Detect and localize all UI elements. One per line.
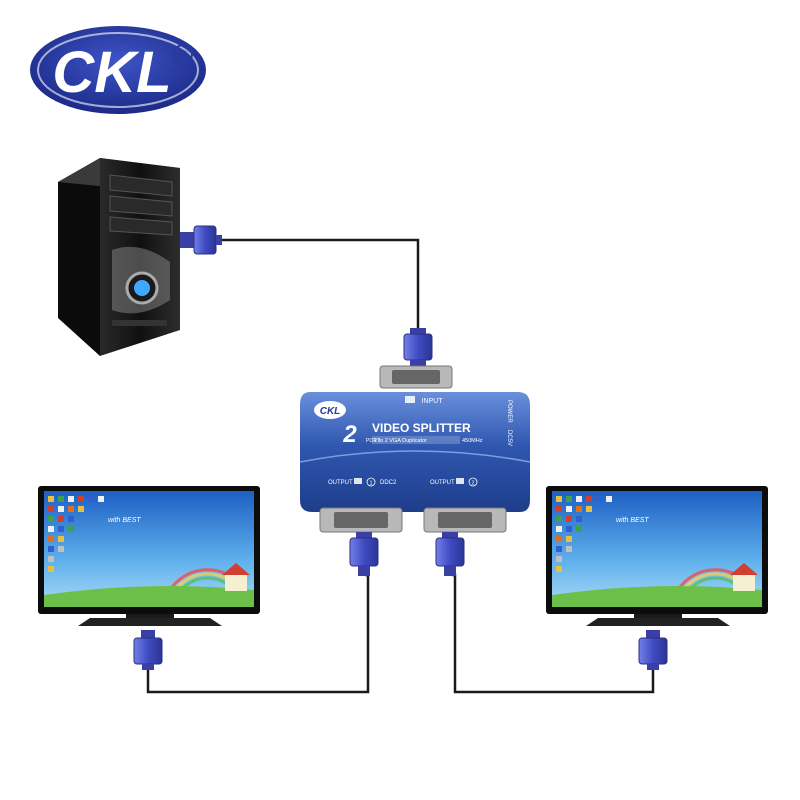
brand-logo: CKL R <box>30 26 206 114</box>
splitter-title: VIDEO SPLITTER <box>372 421 471 435</box>
splitter-output-connector-2 <box>435 532 465 576</box>
right-monitor-connector <box>638 630 668 670</box>
input-label: INPUT <box>422 398 444 405</box>
video-splitter: CKL INPUT 2 PORT VIDEO SPLITTER 1 to 2 V… <box>299 365 531 533</box>
drive-bay <box>109 195 173 217</box>
left-monitor: with BEST <box>38 486 260 626</box>
desktop-icons <box>48 496 104 572</box>
splitter-output-connector-1 <box>349 532 379 576</box>
output-2-label: OUTPUT <box>430 480 455 486</box>
pc-tower <box>58 158 180 356</box>
output-1-number: 1 <box>369 481 372 487</box>
monitor-stand <box>78 618 222 626</box>
pc-vga-connector <box>180 225 222 255</box>
input-port-icon <box>405 396 415 403</box>
output-1-port-icon <box>354 478 362 484</box>
port-count: 2 <box>342 421 357 448</box>
registered-mark-icon <box>173 44 193 64</box>
left-monitor-connector <box>133 630 163 670</box>
logo-oval <box>30 26 206 114</box>
registered-mark: R <box>179 48 188 62</box>
dc-label: DC5V <box>506 430 512 446</box>
port-label: PORT <box>366 438 380 444</box>
input-cable <box>218 238 420 330</box>
output-1-label: OUTPUT <box>328 480 353 486</box>
ddc-label: DDC2 <box>380 480 397 486</box>
right-monitor: with BEST <box>546 486 768 626</box>
output-2-number: 2 <box>471 481 474 487</box>
splitter-brand: CKL <box>320 406 341 417</box>
splitter-bandwidth: 450MHz <box>462 438 483 444</box>
power-label: POWER <box>506 400 512 423</box>
screen-watermark: with BEST <box>108 517 141 524</box>
drive-bay <box>109 174 173 197</box>
logo-text: CKL <box>52 40 171 105</box>
desktop-icons <box>556 496 612 572</box>
splitter-subtitle: 1 to 2 VGA Duplicator <box>374 438 427 444</box>
drive-bay <box>109 216 173 236</box>
splitter-input-connector <box>403 328 433 366</box>
house <box>222 563 250 575</box>
output-2-port-icon <box>456 478 464 484</box>
screen-watermark: with BEST <box>616 517 649 524</box>
house <box>730 563 758 575</box>
monitor-stand <box>586 618 730 626</box>
grass <box>44 586 254 607</box>
grass <box>552 586 762 607</box>
